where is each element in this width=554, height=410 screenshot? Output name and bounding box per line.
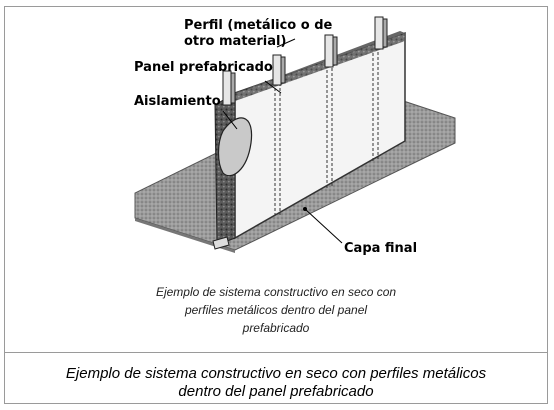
label-panel-prefabricado: Panel prefabricado (134, 60, 273, 75)
inner-caption-line1: Ejemplo de sistema constructivo en seco … (155, 285, 397, 299)
outer-caption-line1: Ejemplo de sistema constructivo en seco … (65, 365, 487, 382)
inner-caption-line2: perfiles metálicos dentro del panel (184, 303, 368, 317)
outer-caption-line2: dentro del panel prefabricado (178, 383, 374, 400)
steel-profile-4 (374, 16, 388, 50)
label-perfil-line1: Perfil (metálico o de (184, 18, 333, 33)
outer-caption: Ejemplo de sistema constructivo en seco … (5, 365, 547, 401)
steel-profile-1 (222, 70, 236, 106)
caption-divider (5, 352, 547, 353)
label-capa-final: Capa final (344, 241, 418, 256)
figure-frame: Perfil (metálico o de otro material) Pan… (4, 6, 548, 404)
insulation (217, 117, 253, 177)
label-aislamiento: Aislamiento (134, 94, 221, 109)
wall-system-illustration (134, 16, 456, 253)
inner-caption: Ejemplo de sistema constructivo en seco … (5, 283, 547, 337)
label-perfil-line2: otro material) (184, 34, 287, 49)
inner-caption-line3: prefabricado (242, 321, 310, 335)
steel-profile-2 (272, 54, 286, 86)
steel-profile-3 (324, 34, 338, 68)
